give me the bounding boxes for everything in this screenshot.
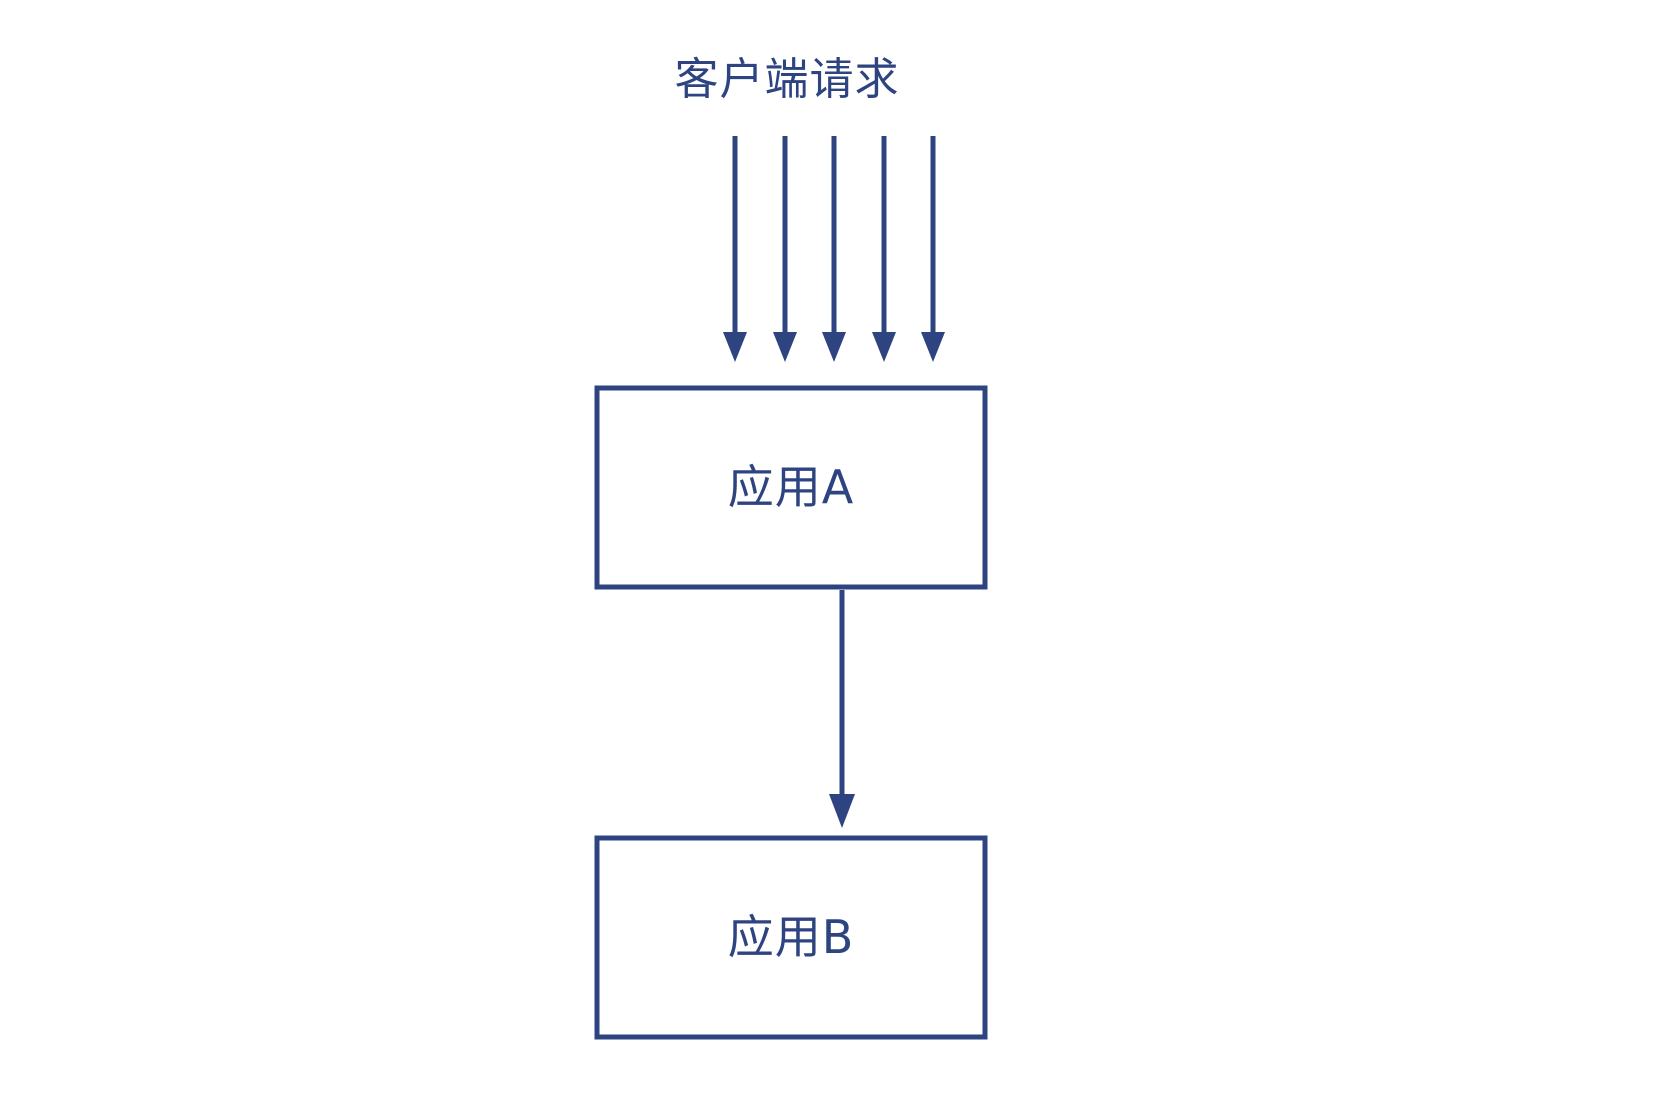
node-box-app-b[interactable] — [594, 835, 988, 1040]
node-app-a[interactable]: 应用A — [594, 385, 988, 590]
client-request-arrow-head-1 — [723, 332, 747, 362]
client-request-arrow-head-2 — [773, 332, 797, 362]
node-label-app-b: 应用B — [728, 910, 855, 964]
client-request-arrow-head-5 — [921, 332, 945, 362]
node-app-b[interactable]: 应用B — [594, 835, 988, 1040]
connector-app-a-to-app-b — [829, 590, 855, 828]
node-group: 应用A 应用B — [594, 385, 988, 1040]
node-box-app-a[interactable] — [594, 385, 988, 590]
connector-group — [829, 590, 855, 828]
client-request-arrows — [723, 136, 945, 362]
node-label-app-a: 应用A — [728, 460, 854, 514]
flow-title-client-request: 客户端请求 — [675, 54, 900, 105]
client-request-arrow-head-4 — [872, 332, 896, 362]
client-request-arrow-head-3 — [822, 332, 846, 362]
connector-app-a-to-app-b-head — [829, 794, 855, 828]
